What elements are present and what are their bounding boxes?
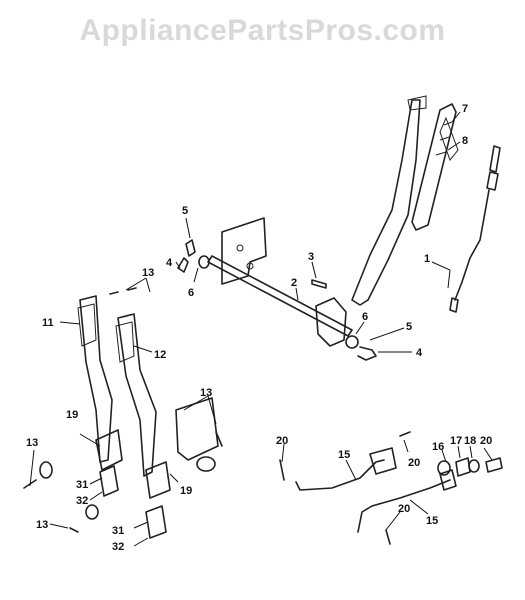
- callout-1: 1: [424, 253, 430, 265]
- callout-6-left: 6: [188, 287, 194, 299]
- lift-handle: [351, 95, 427, 306]
- callout-17: 17: [450, 435, 462, 447]
- callout-labels: 1 2 3 4 4 5 5 6 6 7 8 11 12 13 13 13 13 …: [26, 103, 492, 553]
- callout-12: 12: [154, 349, 166, 361]
- lift-rod-lower: [357, 469, 457, 545]
- lift-shaft: [207, 255, 377, 361]
- callout-15-lower: 15: [426, 515, 438, 527]
- clevis-pin: [311, 279, 327, 289]
- callout-19-right: 19: [180, 485, 192, 497]
- callout-8: 8: [462, 135, 468, 147]
- link-bracket-right: [145, 461, 171, 539]
- callout-19-left: 19: [66, 409, 78, 421]
- lift-arm-right: [115, 313, 219, 477]
- callout-13-bottom: 13: [36, 519, 48, 531]
- callout-2: 2: [291, 277, 297, 289]
- callout-32-left: 32: [76, 495, 88, 507]
- callout-20-mid: 20: [408, 457, 420, 469]
- callout-7: 7: [462, 103, 468, 115]
- shaft-hardware-left: [177, 239, 210, 273]
- rod-hardware-right: [399, 431, 503, 477]
- callout-6-right: 6: [362, 311, 368, 323]
- callout-4-right: 4: [416, 347, 423, 359]
- callout-32-right: 32: [112, 541, 124, 553]
- lift-rod-upper: [279, 447, 397, 491]
- callout-4-left: 4: [166, 257, 173, 269]
- callout-20-left: 20: [276, 435, 288, 447]
- callout-5-left: 5: [182, 205, 188, 217]
- callout-15-upper: 15: [338, 449, 350, 461]
- lift-arm-left: [77, 295, 113, 463]
- callout-31-left: 31: [76, 479, 88, 491]
- handle-grip: [411, 103, 459, 231]
- callout-13-right: 13: [200, 387, 212, 399]
- link-bracket-left: [39, 429, 123, 520]
- callout-3: 3: [308, 251, 314, 263]
- callout-13-left: 13: [26, 437, 38, 449]
- callout-16: 16: [432, 441, 444, 453]
- mounting-plate: [221, 217, 267, 285]
- callout-31-right: 31: [112, 525, 124, 537]
- callout-20-right: 20: [480, 435, 492, 447]
- callout-18: 18: [464, 435, 476, 447]
- callout-20-bottom: 20: [398, 503, 410, 515]
- callout-13-top: 13: [142, 267, 154, 279]
- leader-lines: [29, 111, 493, 547]
- callout-11: 11: [42, 317, 54, 329]
- callout-5-right: 5: [406, 321, 412, 333]
- lift-link-rod: [449, 145, 501, 313]
- watermark-text: AppliancePartsPros.com: [79, 14, 446, 47]
